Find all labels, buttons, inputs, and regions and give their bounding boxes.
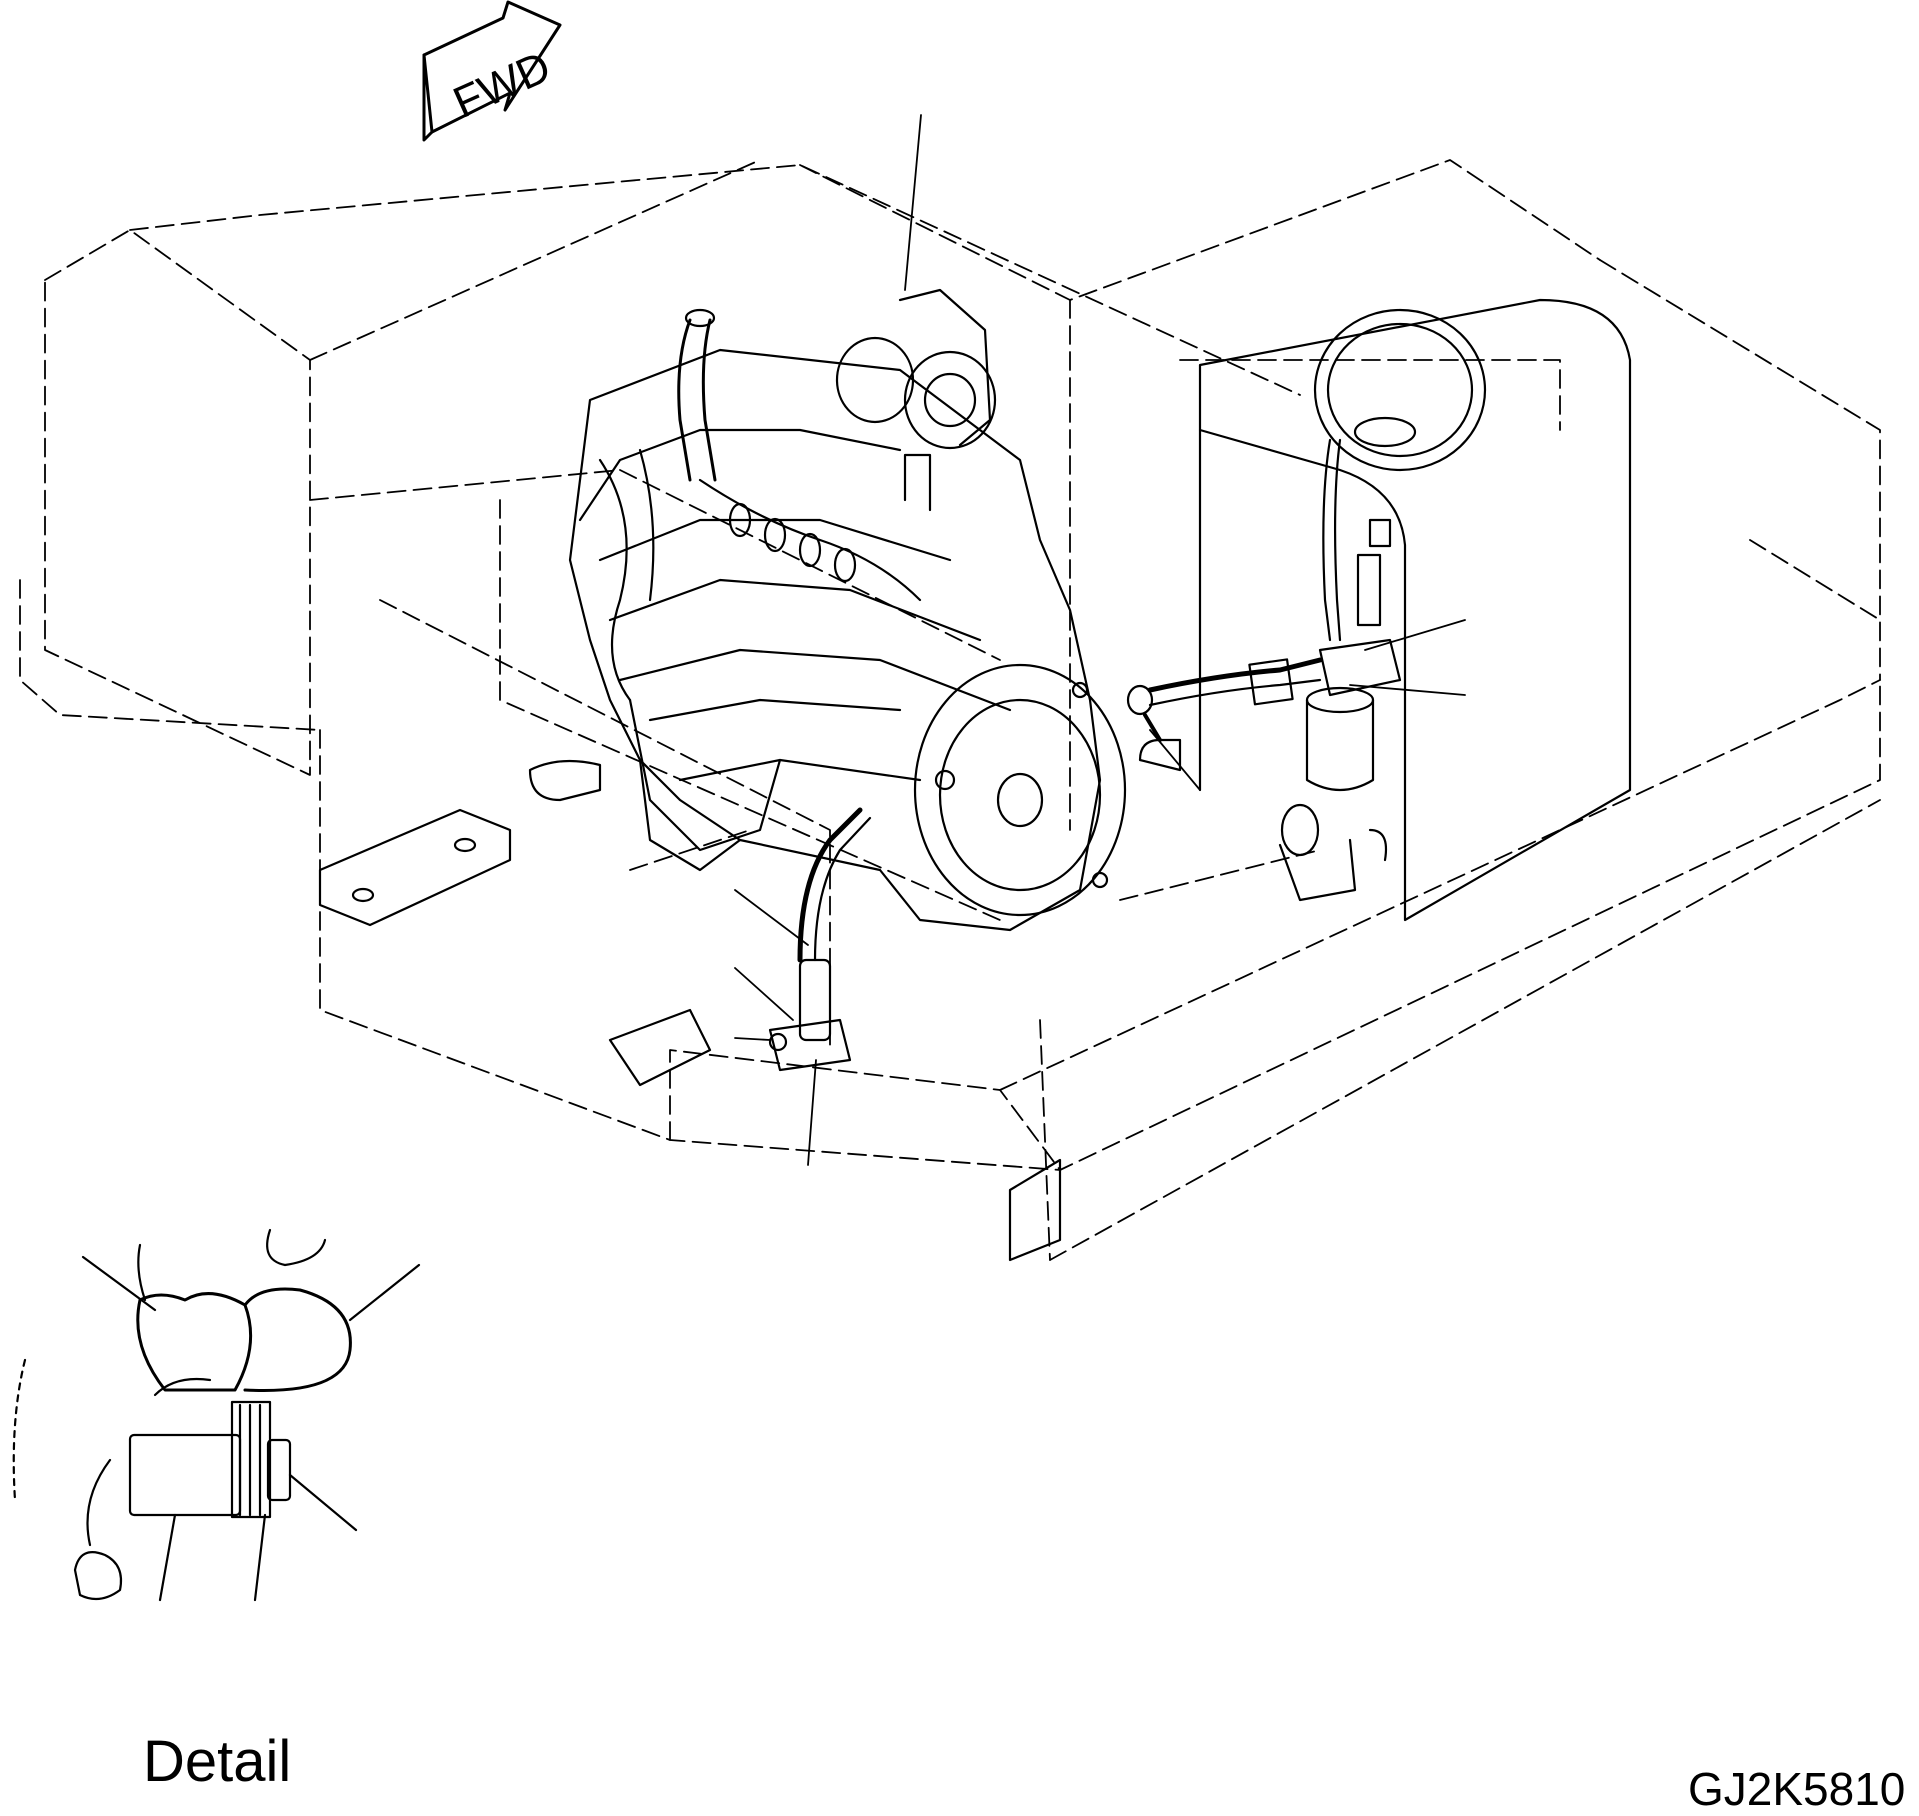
leader-line — [904, 114, 922, 291]
turbocharger — [835, 288, 997, 512]
detail-label: Detail — [143, 1729, 292, 1794]
engine-assembly — [568, 288, 1127, 932]
leader-line — [1364, 619, 1466, 651]
detail-leader-line — [81, 1255, 157, 1312]
detail-leader-line — [288, 1473, 358, 1532]
flywheel-housing — [913, 663, 1127, 917]
drain-valve-bracket — [768, 1018, 852, 1072]
detail-inset — [12, 1228, 421, 1602]
leader-line — [1149, 729, 1201, 791]
sight-gauge — [1356, 553, 1382, 627]
detail-leader-line — [158, 1513, 177, 1602]
leader-line — [734, 1037, 771, 1041]
drain-hose — [768, 807, 872, 1072]
fwd-arrow-icon: FWD — [422, 0, 562, 142]
filter-assembly — [1126, 638, 1402, 791]
detail-clamp-plates — [230, 1400, 272, 1519]
engine-mount-brackets — [318, 738, 1388, 1262]
leader-line — [734, 889, 809, 946]
detail-bolt — [266, 1438, 292, 1502]
hydraulic-tank — [1198, 298, 1632, 922]
leader-line — [807, 1059, 817, 1166]
drawing-id: GJ2K5810 — [1688, 1763, 1906, 1815]
detail-pipe — [128, 1433, 242, 1517]
leader-line — [1349, 684, 1466, 696]
breather-cap — [1353, 416, 1417, 448]
tank-cover — [1313, 308, 1487, 472]
detail-leader-line — [253, 1513, 267, 1602]
revolving-frame-outline — [19, 159, 1881, 1261]
hose-coupling — [1248, 658, 1294, 706]
injector-row — [728, 502, 857, 583]
leader-lines — [734, 114, 1466, 1166]
leader-line — [734, 967, 794, 1021]
detail-leader-line — [348, 1263, 421, 1322]
